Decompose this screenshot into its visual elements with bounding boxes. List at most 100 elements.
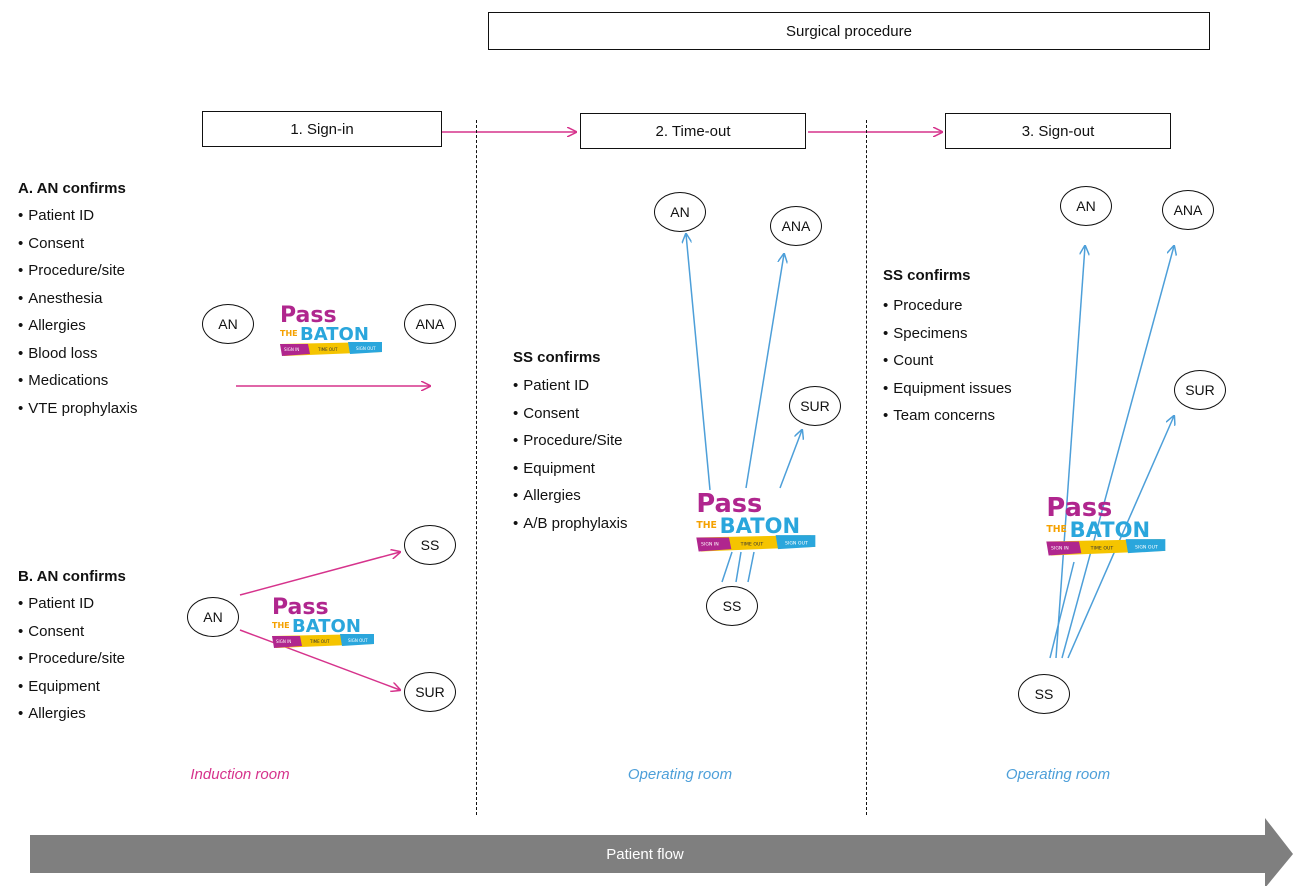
patient-flow-label: Patient flow: [606, 845, 684, 863]
room-label-operating-2: Operating room: [1005, 766, 1111, 783]
list-item: Blood loss: [18, 340, 137, 368]
list-item: Patient ID: [18, 202, 137, 230]
list-item: Specimens: [883, 320, 1012, 348]
ss-lower-line-2: [735, 551, 742, 583]
node-sur-signout: SUR: [1174, 370, 1226, 410]
svg-text:SIGN OUT: SIGN OUT: [785, 541, 808, 547]
svg-text:TIME OUT: TIME OUT: [740, 542, 764, 548]
ss2-fan-line: [1049, 561, 1075, 659]
list-item: A/B prophylaxis: [513, 510, 627, 538]
time-out-box: 2. Time-out: [580, 113, 806, 149]
node-an-b: AN: [187, 597, 239, 637]
list-item: VTE prophylaxis: [18, 395, 137, 423]
an-to-ss-arrow: [239, 552, 400, 596]
list-item: Consent: [18, 618, 125, 646]
svg-text:SIGN OUT: SIGN OUT: [356, 346, 376, 351]
node-an-a: AN: [202, 304, 254, 344]
node-ana-a: ANA: [404, 304, 456, 344]
node-ss-signout: SS: [1018, 674, 1070, 714]
section-b-heading: B. AN confirms: [18, 568, 126, 585]
section-a-list: Patient IDConsentProcedure/siteAnesthesi…: [18, 202, 137, 422]
list-item: Equipment issues: [883, 375, 1011, 403]
svg-text:BATON: BATON: [300, 324, 369, 345]
pass-the-baton-logo-signout: Pass THE BATON SIGN IN TIME OUT SIGN OUT: [1044, 490, 1184, 563]
svg-text:TIME OUT: TIME OUT: [1090, 546, 1114, 552]
pass-the-baton-logo-timeout: Pass THE BATON SIGN IN TIME OUT SIGN OUT: [694, 486, 834, 559]
section-b-list: Patient IDConsentProcedure/siteEquipment…: [18, 590, 125, 728]
ss-lower-line-3: [747, 551, 755, 583]
time-out-heading: SS confirms: [513, 349, 601, 366]
list-item: Equipment: [513, 455, 627, 483]
node-ss-b: SS: [404, 525, 456, 565]
room-label-operating-1: Operating room: [627, 766, 733, 783]
svg-text:Pass: Pass: [272, 595, 329, 620]
svg-text:Pass: Pass: [696, 489, 762, 519]
svg-text:BATON: BATON: [1070, 518, 1150, 542]
time-out-label: 2. Time-out: [655, 122, 731, 140]
ss2-to-an-arrow: [1055, 246, 1085, 659]
ss2-to-sur-arrow: [1067, 416, 1174, 659]
node-an-timeout: AN: [654, 192, 706, 232]
list-item: Consent: [18, 230, 137, 258]
section-a-heading: A. AN confirms: [18, 180, 126, 197]
list-item: Procedure/Site: [513, 427, 627, 455]
sign-out-label: 3. Sign-out: [1021, 122, 1095, 140]
list-item: Equipment: [18, 673, 125, 701]
list-item: Consent: [513, 400, 627, 428]
svg-text:THE: THE: [1046, 524, 1067, 535]
ss-to-ana-arrow: [745, 254, 784, 489]
sign-in-label: 1. Sign-in: [290, 120, 354, 138]
list-item: Patient ID: [513, 372, 627, 400]
list-item: Team concerns: [883, 402, 1012, 430]
ss2-to-ana-arrow: [1061, 246, 1174, 659]
svg-text:SIGN IN: SIGN IN: [701, 542, 719, 548]
node-an-signout: AN: [1060, 186, 1112, 226]
list-item: Count: [883, 347, 1012, 375]
time-out-list: Patient IDConsentProcedure/SiteEquipment…: [513, 372, 627, 537]
svg-text:TIME OUT: TIME OUT: [317, 347, 338, 352]
list-item: Procedure/site: [18, 645, 125, 673]
svg-text:THE: THE: [280, 329, 298, 338]
svg-text:SIGN IN: SIGN IN: [284, 347, 299, 352]
sign-out-box: 3. Sign-out: [945, 113, 1171, 149]
list-item: Procedure: [883, 292, 1012, 320]
node-sur-b: SUR: [404, 672, 456, 712]
surgical-procedure-label: Surgical procedure: [786, 22, 912, 40]
list-item: Medications: [18, 367, 137, 395]
sign-out-list: ProcedureSpecimensCountEquipment issuesT…: [883, 292, 1012, 430]
list-item: Anesthesia: [18, 285, 137, 313]
svg-text:TIME OUT: TIME OUT: [309, 639, 330, 644]
ss-lower-line-1: [721, 551, 733, 583]
node-ss-timeout: SS: [706, 586, 758, 626]
pass-the-baton-logo-a: Pass THE BATON SIGN IN TIME OUT SIGN OUT: [278, 300, 398, 363]
list-item: Allergies: [513, 482, 627, 510]
separator-induction-operating: [476, 120, 477, 815]
an-to-sur-arrow: [239, 629, 400, 690]
svg-text:SIGN OUT: SIGN OUT: [1135, 545, 1158, 551]
svg-text:SIGN OUT: SIGN OUT: [348, 638, 368, 643]
node-ana-signout: ANA: [1162, 190, 1214, 230]
list-item: Allergies: [18, 312, 137, 340]
svg-text:SIGN IN: SIGN IN: [276, 639, 291, 644]
list-item: Allergies: [18, 700, 125, 728]
ss-to-an-arrow: [686, 234, 711, 491]
surgical-procedure-box: Surgical procedure: [488, 12, 1210, 50]
patient-flow-arrow: [30, 818, 1293, 886]
svg-text:BATON: BATON: [292, 616, 361, 637]
node-sur-timeout: SUR: [789, 386, 841, 426]
pass-the-baton-logo-b: Pass THE BATON SIGN IN TIME OUT SIGN OUT: [270, 592, 390, 655]
list-item: Patient ID: [18, 590, 125, 618]
node-ana-timeout: ANA: [770, 206, 822, 246]
sign-in-box: 1. Sign-in: [202, 111, 442, 147]
svg-text:Pass: Pass: [280, 303, 337, 328]
ss-to-sur-arrow: [779, 430, 802, 489]
svg-text:THE: THE: [272, 621, 290, 630]
svg-text:THE: THE: [696, 520, 717, 531]
separator-timeout-signout: [866, 120, 867, 815]
sign-out-heading: SS confirms: [883, 267, 971, 284]
svg-text:Pass: Pass: [1046, 493, 1112, 523]
room-label-induction: Induction room: [190, 766, 290, 783]
svg-text:SIGN IN: SIGN IN: [1051, 546, 1069, 552]
list-item: Procedure/site: [18, 257, 137, 285]
